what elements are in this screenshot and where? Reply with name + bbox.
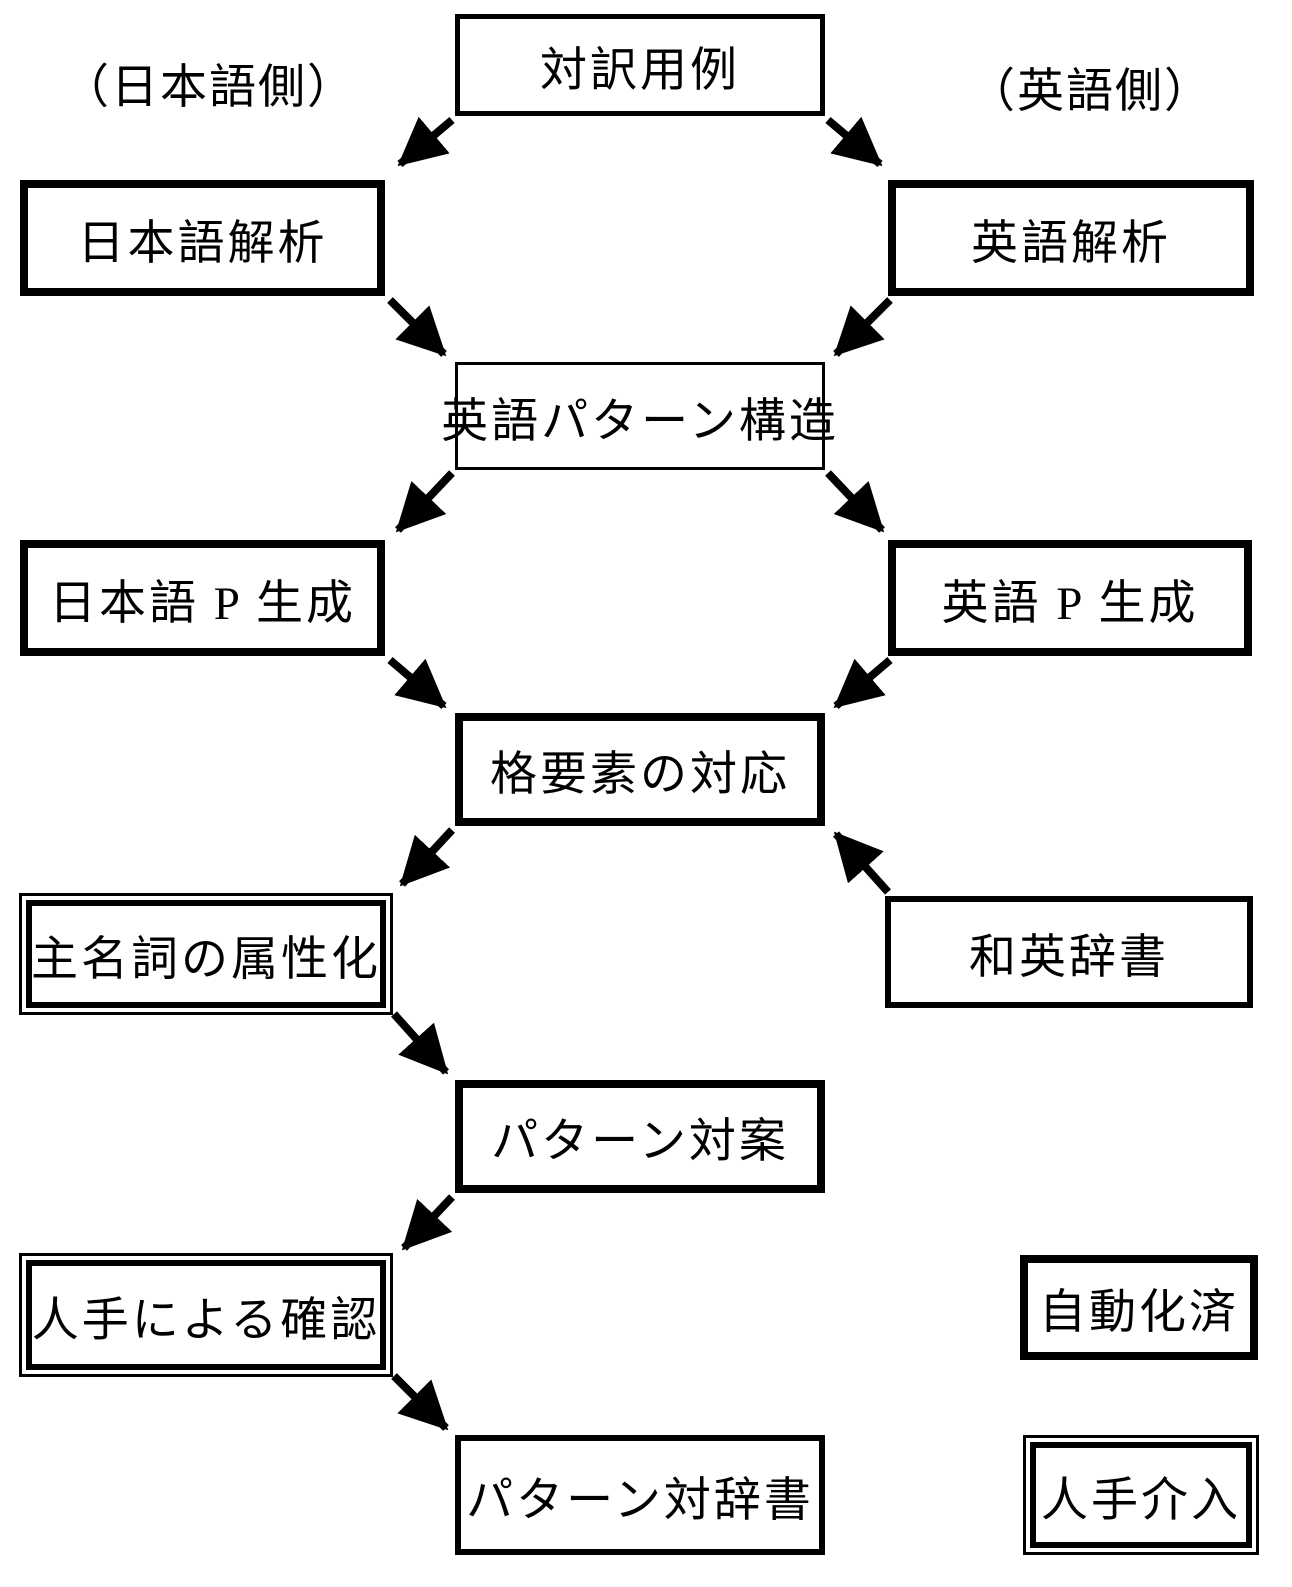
arrow-pattern-structure-to-japanese-p-generation — [395, 470, 455, 533]
node-pattern-pairs: パターン対案 — [455, 1080, 825, 1193]
arrow-examples-to-japanese-analysis — [397, 116, 455, 168]
side-label-japanese: （日本語側） — [62, 62, 356, 114]
node-japanese-analysis: 日本語解析 — [20, 180, 385, 296]
arrow-pattern-structure-to-english-p-generation — [825, 470, 885, 533]
node-english-pattern-structure: 英語パターン構造 — [441, 362, 836, 470]
side-label-english: （英語側） — [968, 66, 1213, 118]
node-english-p-generation: 英語 P 生成 — [888, 540, 1252, 656]
node-manual-confirmation: 人手による確認 — [19, 1253, 393, 1377]
arrow-manual-confirmation-to-pattern-dictionary — [391, 1373, 449, 1431]
legend-automated: 自動化済 — [1020, 1255, 1258, 1360]
arrow-pattern-pairs-to-manual-confirmation — [401, 1194, 455, 1251]
arrow-case-correspondence-to-head-noun-attribution — [399, 827, 455, 887]
node-japanese-p-generation: 日本語 P 生成 — [20, 540, 385, 656]
node-jp-en-dictionary: 和英辞書 — [885, 896, 1253, 1008]
arrow-examples-to-english-analysis — [825, 116, 883, 168]
node-bilingual-examples: 対訳用例 — [455, 14, 825, 116]
arrow-head-noun-attribution-to-pattern-pairs — [391, 1011, 449, 1075]
arrow-dictionary-to-case-correspondence — [833, 831, 891, 895]
arrow-english-analysis-to-pattern-structure — [833, 297, 893, 357]
node-head-noun-attribution: 主名詞の属性化 — [19, 893, 393, 1015]
legend-manual-intervention: 人手介入 — [1023, 1435, 1259, 1555]
arrow-japanese-analysis-to-pattern-structure — [387, 297, 447, 357]
node-pattern-pair-dictionary: パターン対辞書 — [455, 1435, 825, 1555]
arrow-english-p-generation-to-case-correspondence — [833, 656, 893, 710]
arrow-japanese-p-generation-to-case-correspondence — [387, 656, 447, 710]
node-case-element-correspondence: 格要素の対応 — [455, 713, 825, 826]
node-english-analysis: 英語解析 — [888, 180, 1254, 296]
